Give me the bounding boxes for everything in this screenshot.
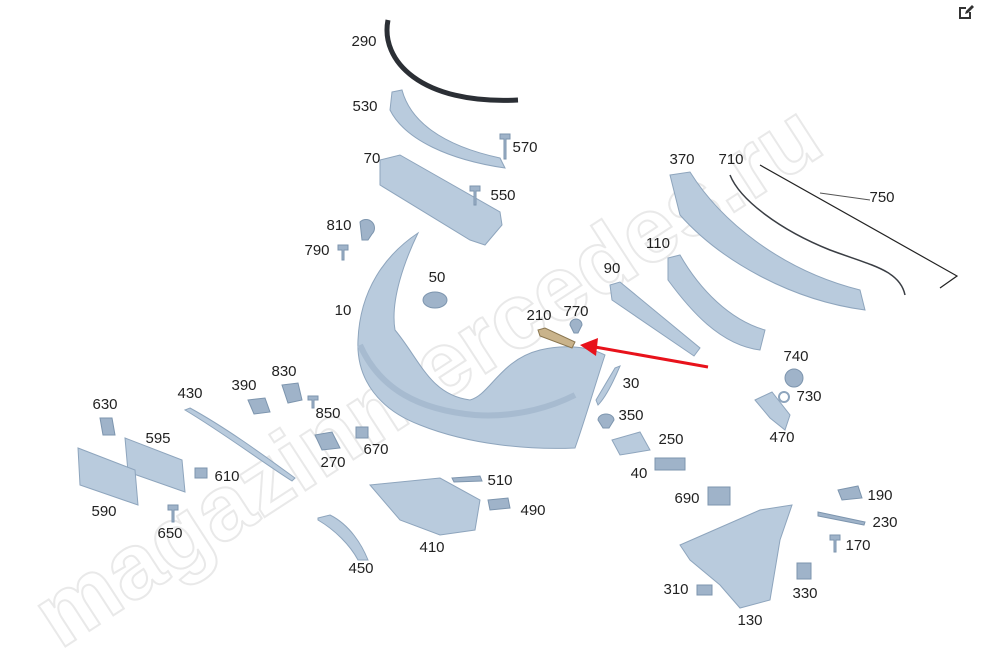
part-410-lower-grille[interactable] (368, 477, 481, 536)
part-190-bracket[interactable] (837, 485, 863, 501)
part-650-screw[interactable] (167, 504, 179, 523)
callout-label-30[interactable]: 30 (623, 375, 640, 392)
part-70-grille[interactable] (379, 154, 503, 246)
part-250-bracket[interactable] (611, 431, 651, 456)
callout-label-50[interactable]: 50 (429, 269, 446, 286)
part-470-bracket[interactable] (754, 391, 791, 431)
callout-label-210[interactable]: 210 (526, 307, 551, 324)
part-370-absorber[interactable] (669, 171, 866, 311)
callout-label-90[interactable]: 90 (604, 260, 621, 277)
callout-label-390[interactable]: 390 (231, 377, 256, 394)
callout-label-710[interactable]: 710 (718, 151, 743, 168)
part-110-grille-frame[interactable] (667, 254, 766, 351)
part-730-ring[interactable] (778, 391, 790, 403)
callout-label-830[interactable]: 830 (271, 363, 296, 380)
callout-label-770[interactable]: 770 (563, 303, 588, 320)
callout-label-530[interactable]: 530 (352, 98, 377, 115)
part-210-trim[interactable] (537, 327, 576, 349)
callout-label-270[interactable]: 270 (320, 454, 345, 471)
part-610-clip[interactable] (194, 467, 208, 479)
pointer-arrow (580, 338, 709, 369)
part-170-screw[interactable] (829, 534, 841, 553)
part-350-clip[interactable] (597, 413, 615, 429)
callout-label-70[interactable]: 70 (364, 150, 381, 167)
part-290-seal[interactable] (384, 19, 519, 103)
part-40-sensor[interactable] (654, 457, 686, 471)
part-50-emblem[interactable] (422, 291, 448, 309)
part-510-strip[interactable] (451, 475, 483, 483)
callout-labels: 290 530 570 70 550 810 790 50 10 210 770 370 710 750 1… (91, 33, 897, 629)
callout-label-650[interactable]: 650 (157, 525, 182, 542)
part-490-bracket[interactable] (487, 497, 511, 511)
part-690-cover[interactable] (707, 486, 731, 506)
part-530-bracket[interactable] (389, 89, 506, 169)
part-830-bracket[interactable] (281, 382, 303, 404)
callout-label-350[interactable]: 350 (618, 407, 643, 424)
callout-label-850[interactable]: 850 (315, 405, 340, 422)
part-310-clip[interactable] (696, 584, 713, 596)
callout-label-170[interactable]: 170 (845, 537, 870, 554)
callout-label-550[interactable]: 550 (490, 187, 515, 204)
callout-label-10[interactable]: 10 (335, 302, 352, 319)
callout-label-510[interactable]: 510 (487, 472, 512, 489)
callout-label-570[interactable]: 570 (512, 139, 537, 156)
part-710-harness[interactable] (729, 174, 906, 296)
callout-label-595[interactable]: 595 (145, 430, 170, 447)
callout-label-250[interactable]: 250 (658, 431, 683, 448)
callout-label-230[interactable]: 230 (872, 514, 897, 531)
part-850-screw[interactable] (307, 395, 319, 409)
part-90-frame[interactable] (609, 281, 701, 357)
callout-label-190[interactable]: 190 (867, 487, 892, 504)
callout-label-110[interactable]: 110 (646, 235, 670, 252)
callout-label-410[interactable]: 410 (419, 539, 444, 556)
callout-label-730[interactable]: 730 (796, 388, 821, 405)
callout-label-330[interactable]: 330 (792, 585, 817, 602)
part-670-clip[interactable] (355, 426, 369, 439)
part-450-trim[interactable] (317, 514, 369, 561)
bumper-lower-lip (357, 343, 577, 419)
callout-label-590[interactable]: 590 (91, 503, 116, 520)
callout-label-370[interactable]: 370 (669, 151, 694, 168)
callout-label-610[interactable]: 610 (214, 468, 239, 485)
part-390-bracket[interactable] (247, 397, 271, 415)
part-630-bracket[interactable] (99, 417, 116, 436)
callout-label-290[interactable]: 290 (351, 33, 376, 50)
part-550-screw[interactable] (469, 185, 481, 206)
part-790-screw[interactable] (337, 244, 349, 261)
part-10-bumper[interactable] (357, 231, 606, 449)
callout-label-430[interactable]: 430 (177, 385, 202, 402)
part-595-plate-holder[interactable] (124, 437, 186, 493)
part-770-clip[interactable] (569, 318, 583, 334)
edit-icon[interactable] (957, 3, 975, 21)
leader-750 (819, 192, 871, 201)
part-810-clip[interactable] (359, 219, 375, 241)
callout-label-40[interactable]: 40 (631, 465, 648, 482)
callout-label-690[interactable]: 690 (674, 490, 699, 507)
part-130-carrier[interactable] (679, 504, 793, 609)
callout-label-490[interactable]: 490 (520, 502, 545, 519)
callout-label-740[interactable]: 740 (783, 348, 808, 365)
callout-label-810[interactable]: 810 (326, 217, 351, 234)
callout-label-670[interactable]: 670 (363, 441, 388, 458)
callout-label-470[interactable]: 470 (769, 429, 794, 446)
part-330-plate[interactable] (796, 562, 812, 580)
part-270-bracket[interactable] (314, 431, 341, 451)
part-230-strip[interactable] (817, 511, 866, 526)
part-430-strip[interactable] (183, 407, 296, 482)
callout-label-750[interactable]: 750 (869, 189, 894, 206)
part-590-plate-base[interactable] (77, 447, 139, 506)
callout-label-790[interactable]: 790 (304, 242, 329, 259)
callout-label-310[interactable]: 310 (663, 581, 688, 598)
part-750-sensor-bar[interactable] (759, 164, 959, 289)
callout-label-450[interactable]: 450 (348, 560, 373, 577)
callout-label-630[interactable]: 630 (92, 396, 117, 413)
part-30-trim[interactable] (595, 365, 621, 406)
callout-label-130[interactable]: 130 (737, 612, 762, 629)
part-570-screw[interactable] (499, 133, 511, 160)
part-740-cap[interactable] (784, 368, 804, 388)
